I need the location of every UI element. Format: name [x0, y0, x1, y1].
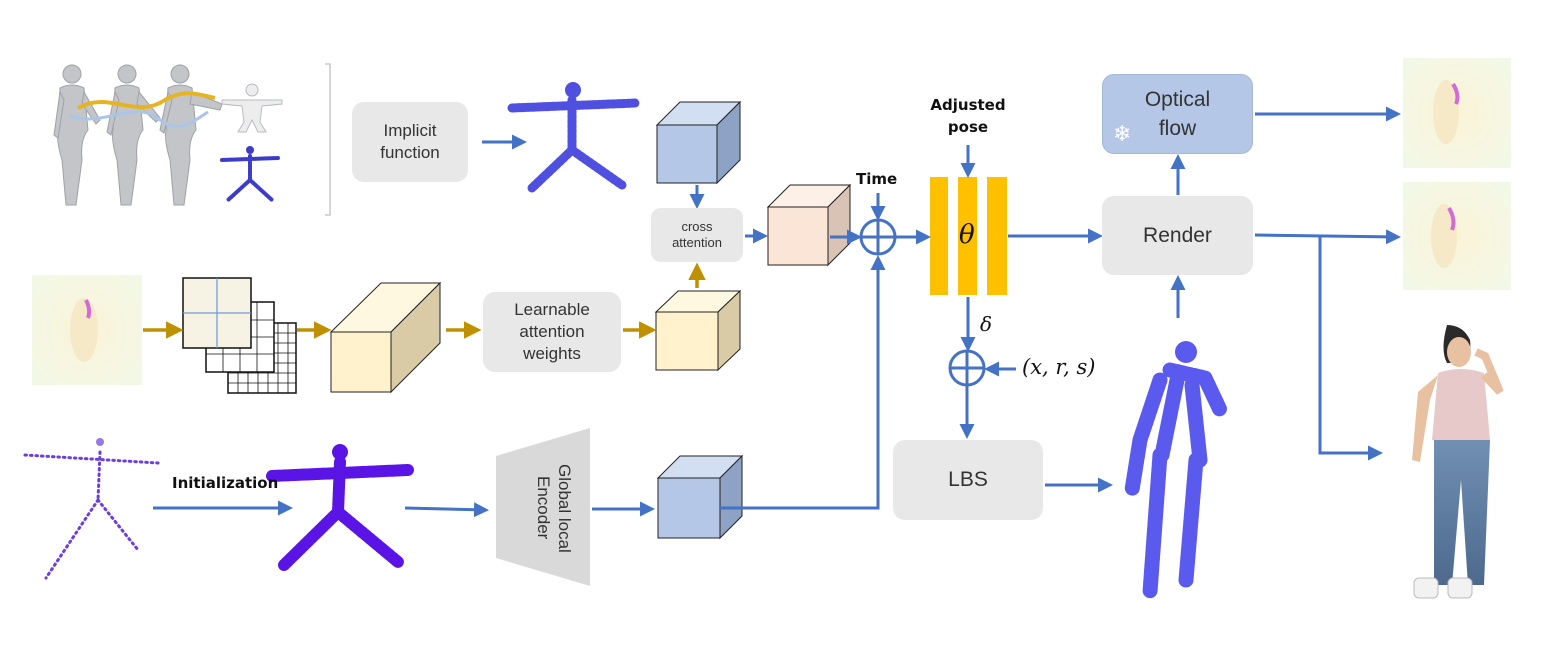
cube-attention-cream: [654, 289, 742, 372]
render-label: Render: [1143, 223, 1212, 247]
cube-encoded-blue-bottom: [656, 454, 744, 540]
time-label: Time: [856, 170, 898, 188]
implicit-function-box: Implicit function: [352, 102, 468, 182]
delta-add-node: [948, 349, 986, 387]
lbs-label: LBS: [948, 468, 988, 491]
person-render: [1412, 325, 1504, 599]
flow-map-output-2: [1403, 182, 1511, 290]
canonical-tpose-mesh: [221, 83, 283, 133]
optical-flow-box: Optical flow ❄: [1102, 74, 1253, 154]
arrow-render-to-person: [1318, 236, 1383, 461]
cross-attention-label: cross attention: [672, 219, 722, 250]
cube-feature-blue-top: [655, 100, 742, 185]
mesh-figure-3: [159, 64, 223, 206]
dense-point-cloud-initialized: [266, 444, 414, 571]
canonical-tpose-points: [220, 146, 280, 202]
time-add-node: [859, 218, 897, 256]
initialization-label: Initialization: [172, 474, 279, 492]
arrow-points-to-encoder: [404, 502, 489, 518]
cuboid-feature-cream-large: [329, 281, 442, 394]
mesh-figure-2: [106, 64, 161, 206]
render-box: Render: [1102, 196, 1253, 275]
flow-map-output-1: [1403, 58, 1511, 168]
multiscale-feature-grids: [182, 277, 297, 394]
snowflake-icon: ❄: [1113, 121, 1132, 146]
implicit-function-label: Implicit function: [380, 121, 440, 162]
theta-symbol: θ: [959, 220, 975, 250]
motion-trajectory-blue: [69, 110, 209, 128]
deformed-point-cloud: [1124, 341, 1228, 600]
arrow-render-to-flow-output: [1254, 229, 1401, 245]
input-bracket: [325, 63, 331, 216]
xrs-label: (x, r, s): [1022, 355, 1096, 379]
mesh-figure-1: [53, 64, 101, 206]
adjusted-pose-label: Adjusted pose: [930, 96, 1006, 136]
delta-symbol: δ: [980, 312, 993, 336]
gaussian-point-cloud-top: [507, 82, 641, 193]
cross-attention-box: cross attention: [651, 208, 743, 262]
encoder-label: Global local Encoder: [534, 463, 574, 553]
human-mesh-sequence: [53, 64, 223, 206]
arrows-gold: [143, 262, 706, 339]
encoder-shape: [496, 428, 590, 586]
encoder-label-box: Global local Encoder: [496, 440, 590, 576]
arrows-blue: [153, 106, 1401, 518]
flow-map-input: [32, 275, 142, 385]
cube-fused-peach: [766, 183, 852, 267]
sparse-point-cloud-initial: [23, 438, 160, 580]
arrow-cube-to-time-add-up: [720, 255, 886, 510]
learnable-attention-weights-box: Learnable attention weights: [483, 292, 621, 372]
learnable-attention-weights-label: Learnable attention weights: [514, 300, 590, 363]
pose-parameter-bars: [930, 177, 1007, 295]
optical-flow-label: Optical flow: [1144, 88, 1211, 140]
lbs-box: LBS: [893, 440, 1043, 520]
motion-trajectory-gold: [77, 91, 216, 110]
